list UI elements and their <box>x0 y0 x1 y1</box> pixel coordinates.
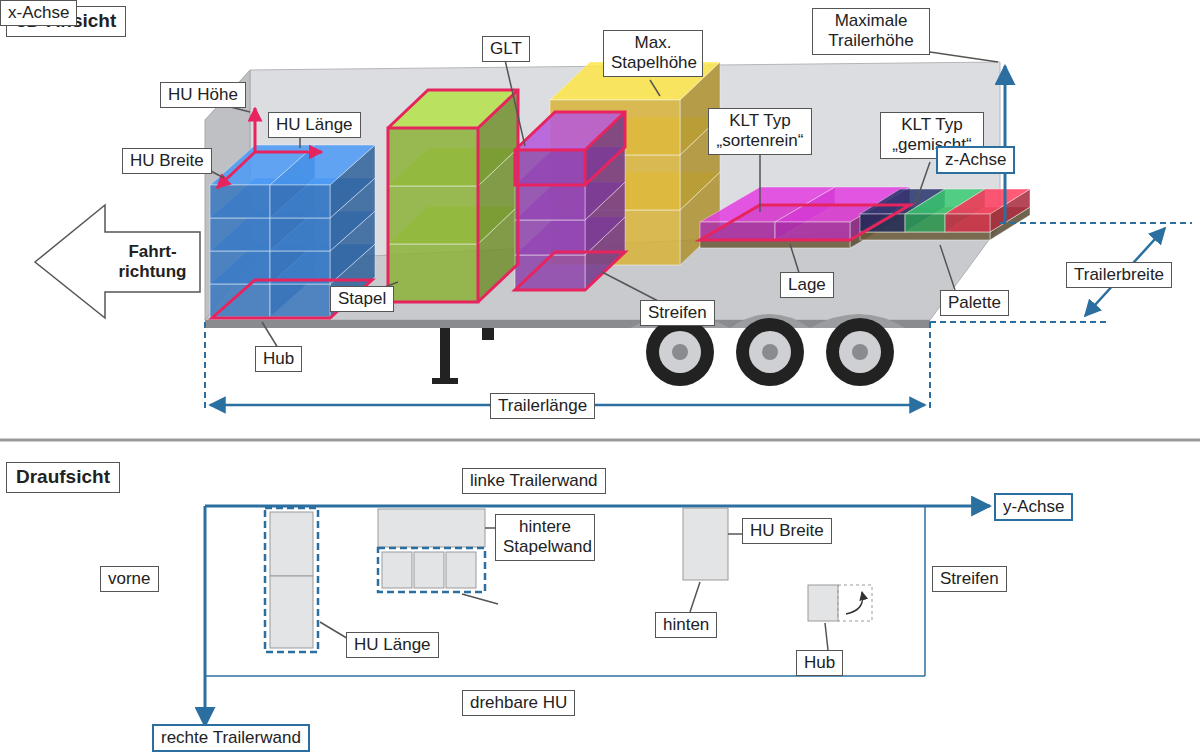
top-view <box>205 506 990 726</box>
direction-label: Fahrt- richtung <box>105 232 200 292</box>
side-label: Streifen <box>932 566 1007 592</box>
callout-box: Maximale Trailerhöhe <box>812 8 930 55</box>
label-text: Max. Stapelhöhe <box>611 33 695 74</box>
callout-box: Streifen <box>640 300 715 326</box>
label-text: Streifen <box>940 569 999 589</box>
section-divider <box>0 439 1200 442</box>
label-text: y-Achse <box>1003 497 1064 517</box>
callout-box: Trailerlänge <box>490 393 595 419</box>
callout-box: Stapel <box>330 286 394 312</box>
callout-box: Palette <box>940 290 1009 316</box>
callout-box: hintere Stapelwand <box>495 514 595 561</box>
callout-box: HU Länge <box>268 112 361 138</box>
cargo-units <box>210 62 1030 317</box>
callout-box: Hub <box>796 650 843 676</box>
label-text: KLT Typ „sortenrein“ <box>716 111 804 152</box>
label-text: x-Achse <box>8 3 69 23</box>
label-text: Stapel <box>338 289 386 309</box>
label-text: Maximale Trailerhöhe <box>820 11 922 52</box>
label-text: hinten <box>663 615 709 635</box>
label-text: Hub <box>263 349 294 369</box>
label-text: HU Breite <box>750 521 824 541</box>
section-title: Draufsicht <box>6 462 120 493</box>
callout-box: Hub <box>255 346 302 372</box>
callout-box: hinten <box>655 612 717 638</box>
axis-box: rechte Trailerwand <box>152 724 310 752</box>
wall-label: drehbare HU <box>462 690 575 716</box>
direction-arrow <box>35 205 200 318</box>
label-text: Streifen <box>648 303 707 323</box>
label-text: Hub <box>804 653 835 673</box>
label-text: HU Länge <box>354 635 431 655</box>
trailer-body <box>205 62 1000 386</box>
callout-box: GLT <box>482 36 530 62</box>
callout-box: HU Breite <box>122 148 212 174</box>
leader-lines <box>205 52 998 348</box>
label-text: Palette <box>948 293 1001 313</box>
callout-box: HU Breite <box>742 518 832 544</box>
label-text: rechte Trailerwand <box>161 728 301 748</box>
label-text: GLT <box>490 39 522 59</box>
label-text: hintere Stapelwand <box>503 517 587 558</box>
label-text: Trailerlänge <box>498 396 587 416</box>
label-text: Trailerbreite <box>1074 265 1164 285</box>
label-text: Fahrt- richtung <box>109 242 196 283</box>
highlight-outlines <box>212 90 910 318</box>
callout-box: Max. Stapelhöhe <box>603 30 703 77</box>
callout-box: x-Achse <box>0 0 77 26</box>
callout-box: Trailerbreite <box>1066 262 1172 288</box>
callout-box: HU Länge <box>346 632 439 658</box>
label-text: HU Breite <box>130 151 204 171</box>
callout-box: KLT Typ „sortenrein“ <box>708 108 812 155</box>
dimension-lines <box>205 66 1192 412</box>
label-text: vorne <box>108 569 151 589</box>
axis-box: y-Achse <box>994 493 1073 521</box>
label-text: drehbare HU <box>470 693 567 713</box>
label-text: Draufsicht <box>16 466 110 489</box>
label-text: linke Trailerwand <box>470 471 598 491</box>
callout-box: Lage <box>780 272 834 298</box>
side-label: vorne <box>100 566 159 592</box>
label-text: z-Achse <box>945 150 1006 170</box>
label-text: Lage <box>788 275 826 295</box>
label-text: HU Länge <box>276 115 353 135</box>
axis-box: z-Achse <box>936 146 1015 174</box>
label-text: HU Höhe <box>168 85 238 105</box>
wall-label: linke Trailerwand <box>462 468 606 494</box>
callout-box: HU Höhe <box>160 82 246 108</box>
